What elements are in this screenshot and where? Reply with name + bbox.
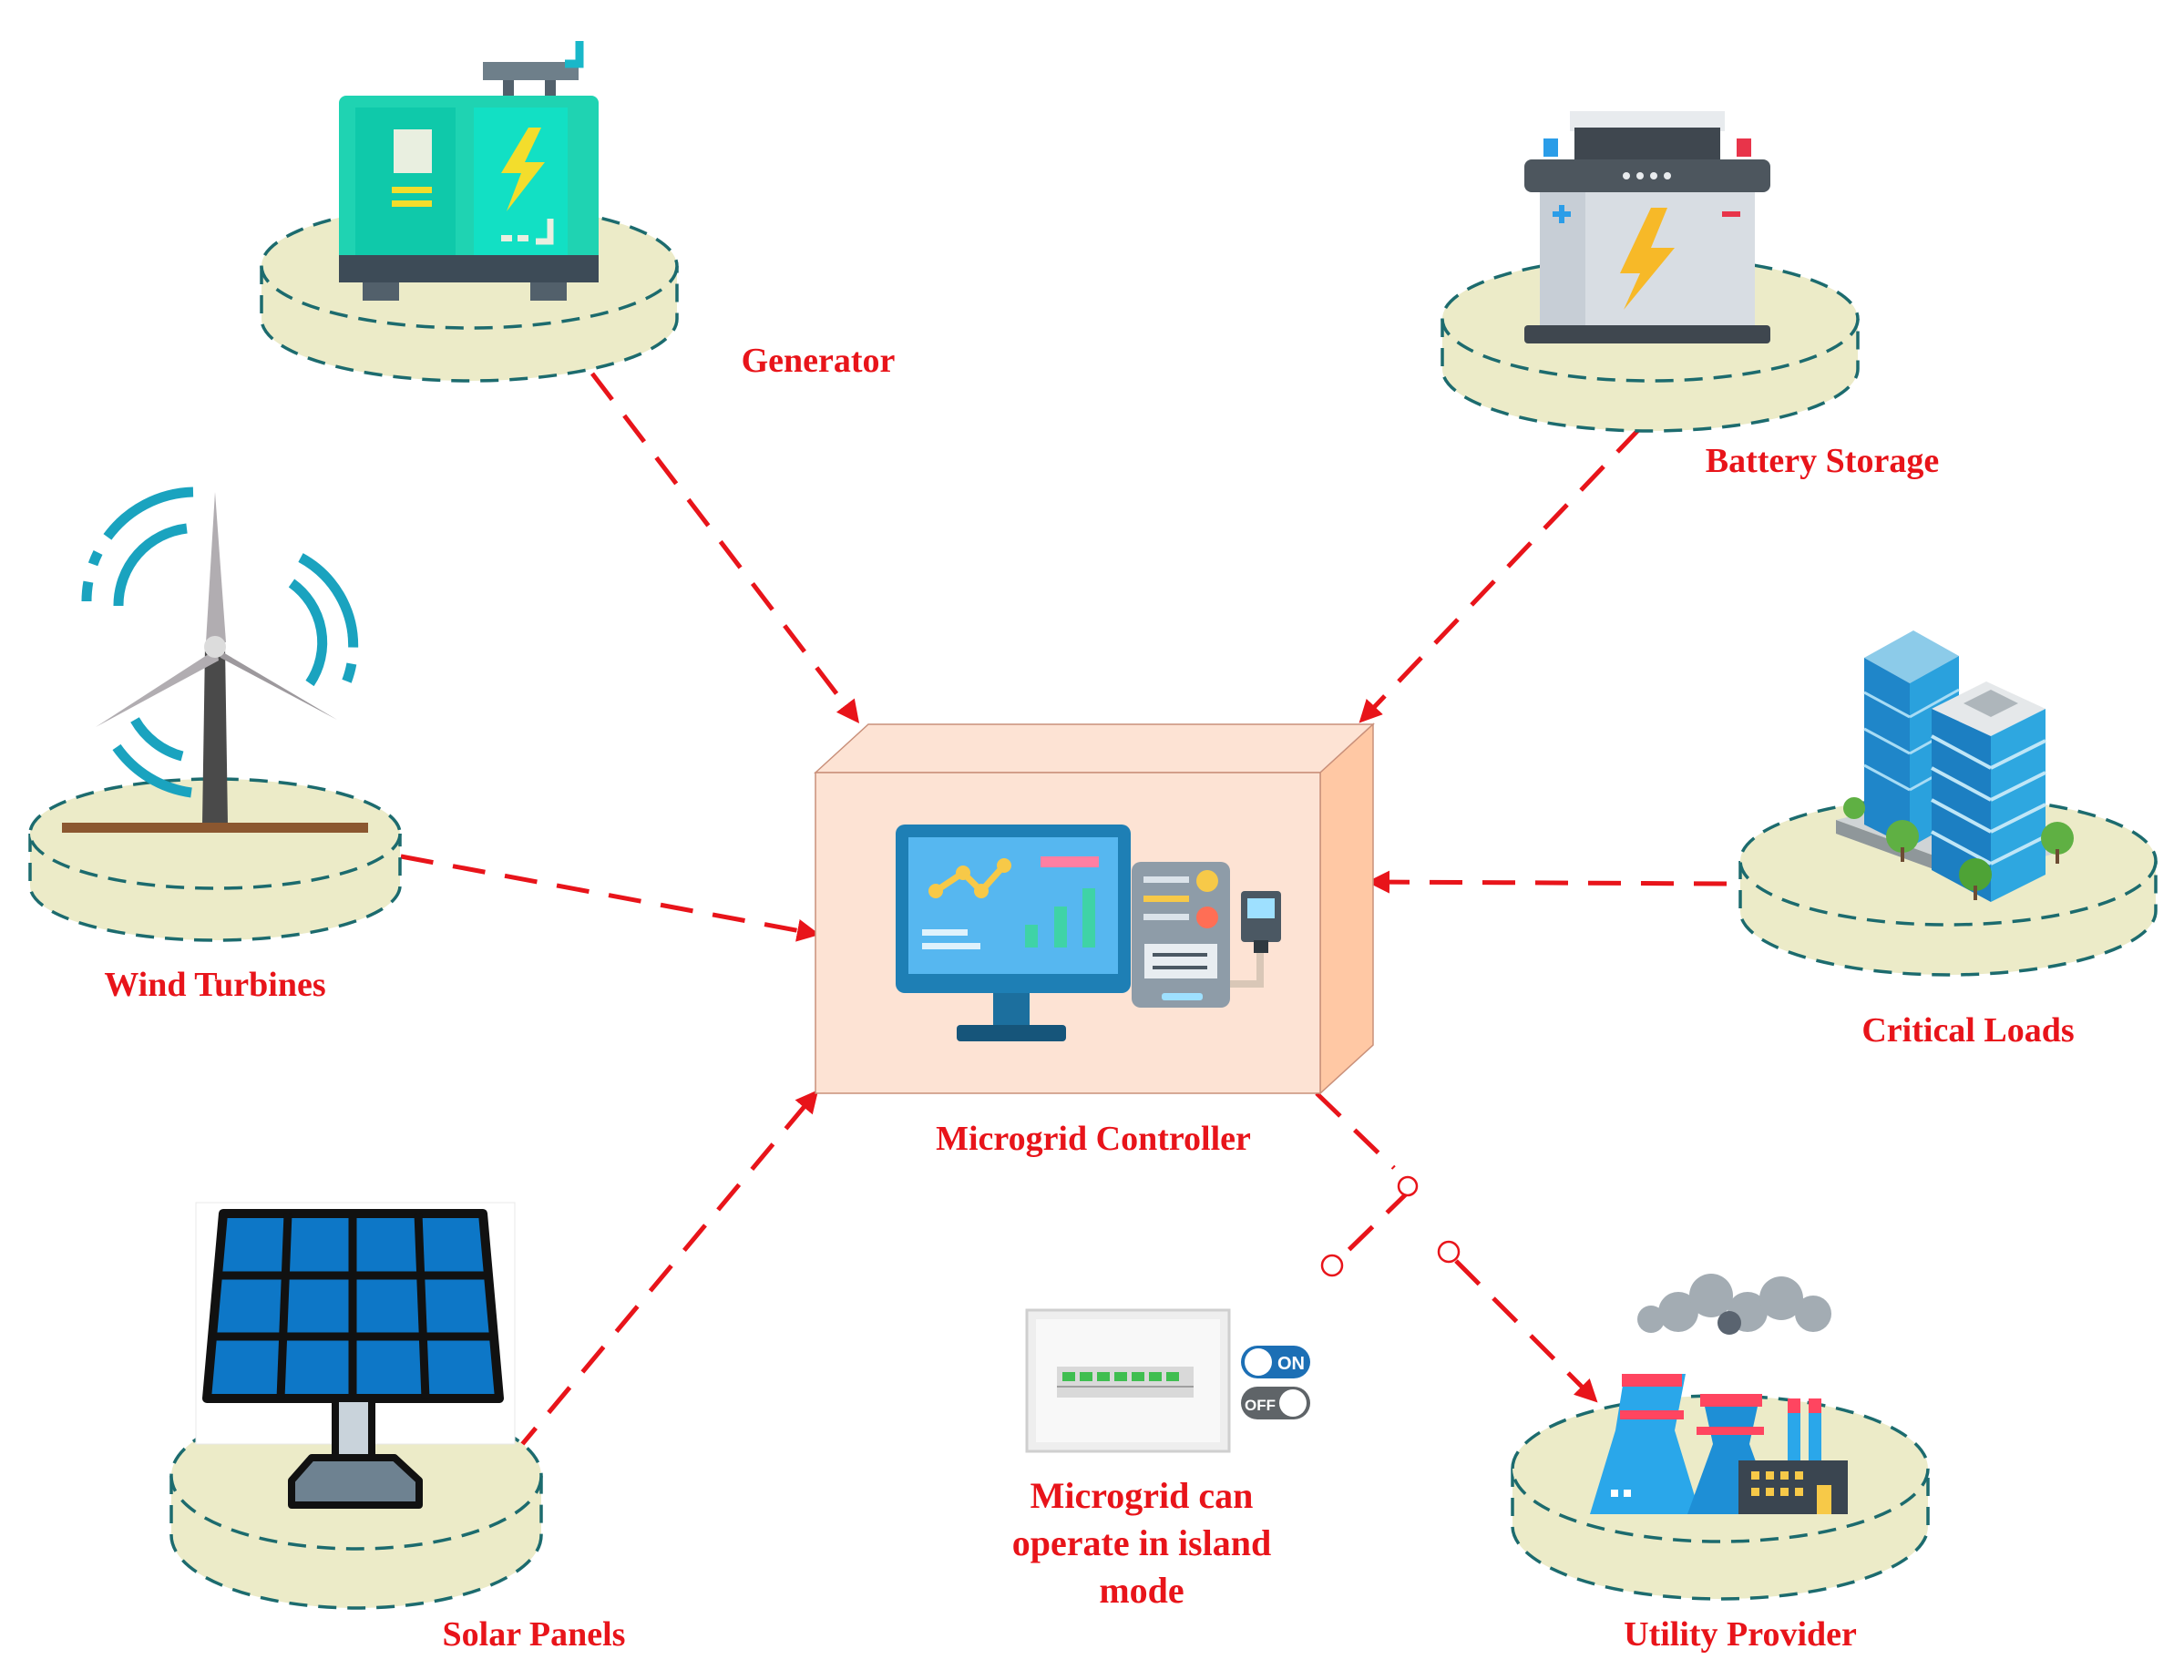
island-mode-label-line-3: mode	[1099, 1570, 1184, 1611]
buildings-icon	[1836, 630, 2074, 902]
battery-node: Battery Storage	[1441, 111, 1939, 480]
island-mode-label-line-2: operate in island	[1012, 1522, 1271, 1563]
on-toggle-label: ON	[1277, 1354, 1305, 1374]
switch-contact-top	[1397, 1175, 1419, 1197]
computer-control-icon	[896, 825, 1281, 1041]
on-off-toggle-icon: ON OFF	[1241, 1346, 1310, 1419]
link-wind-controller	[400, 854, 820, 942]
link-loads-controller	[1367, 870, 1728, 894]
power-plant-icon	[1590, 1274, 1848, 1514]
link-generator-controller	[590, 372, 860, 723]
controller-label: Microgrid Controller	[936, 1120, 1251, 1158]
wind-label: Wind Turbines	[104, 966, 325, 1004]
link-switch-utility	[1454, 1259, 1598, 1403]
wind-pad	[28, 777, 402, 942]
switch-contact-left	[1320, 1254, 1344, 1277]
off-toggle-label: OFF	[1245, 1397, 1276, 1414]
generator-icon	[339, 41, 599, 301]
solar-label: Solar Panels	[443, 1615, 626, 1654]
link-controller-switch	[1315, 1091, 1396, 1170]
island-mode-node: ON OFF Microgrid can operate in island m…	[1012, 1308, 1310, 1611]
link-solar-controller	[513, 1090, 819, 1455]
solar-node: Solar Panels	[169, 1202, 626, 1654]
battery-label: Battery Storage	[1706, 442, 1939, 480]
island-mode-label-line-1: Microgrid can	[1030, 1475, 1254, 1516]
battery-icon	[1524, 111, 1770, 343]
breaker-panel-icon	[1025, 1308, 1231, 1453]
switch-contact-right	[1437, 1240, 1461, 1264]
utility-node: Utility Provider	[1511, 1274, 1930, 1654]
wind-turbine-icon	[62, 487, 368, 833]
generator-node: Generator	[260, 41, 896, 383]
wind-node: Wind Turbines	[28, 487, 402, 1004]
utility-label: Utility Provider	[1624, 1615, 1857, 1654]
loads-label: Critical Loads	[1861, 1011, 2074, 1050]
generator-label: Generator	[742, 342, 896, 380]
controller-node: Microgrid Controller	[814, 722, 1375, 1158]
connections	[400, 372, 1728, 1455]
loads-node: Critical Loads	[1738, 630, 2158, 1050]
link-battery-controller	[1359, 426, 1642, 723]
solar-panel-icon	[195, 1202, 516, 1509]
switch-blade	[1338, 1188, 1412, 1261]
